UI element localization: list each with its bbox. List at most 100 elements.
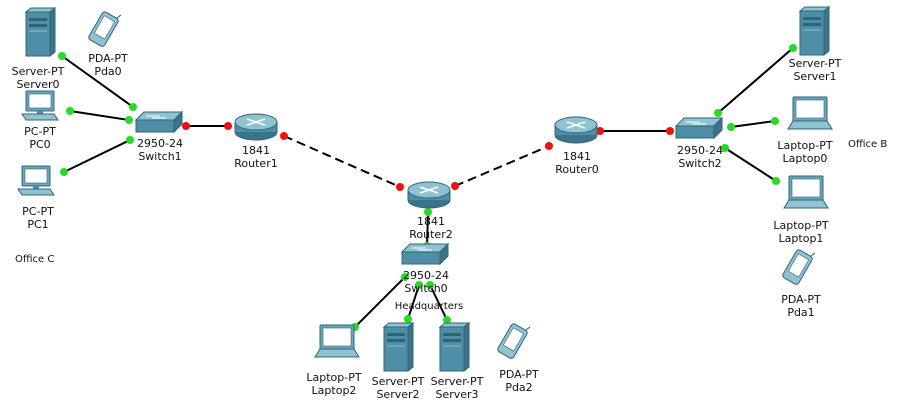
device-name-label: Pda1 bbox=[787, 306, 814, 319]
device-name-label: Server2 bbox=[376, 388, 419, 401]
link-status-light-pc1-switch1-b bbox=[126, 136, 134, 144]
link-status-light-pc1-switch1-a bbox=[60, 168, 68, 176]
link-switch2-server1[interactable] bbox=[717, 47, 794, 114]
link-status-light-switch0-server2-a bbox=[415, 281, 423, 289]
device-type-label: PDA-PT bbox=[88, 52, 128, 65]
device-router2[interactable]: 1841 Router2 bbox=[407, 181, 453, 241]
device-name-label: Laptop0 bbox=[783, 152, 828, 165]
laptop-icon bbox=[787, 96, 833, 130]
link-pc1-switch1[interactable] bbox=[63, 139, 131, 173]
device-name-label: Pda0 bbox=[94, 65, 121, 78]
link-switch0-server2[interactable] bbox=[407, 284, 420, 320]
link-status-light-router0-switch2-a bbox=[596, 127, 604, 135]
device-pda1[interactable]: PDA-PT Pda1 bbox=[781, 243, 821, 319]
laptop-icon bbox=[783, 175, 829, 209]
link-switch2-laptop1[interactable] bbox=[724, 147, 777, 182]
device-name-label: Router2 bbox=[409, 228, 452, 241]
router-icon bbox=[234, 113, 278, 141]
device-name-label: Router0 bbox=[555, 163, 598, 176]
device-switch2[interactable]: 2950-24 Switch2 bbox=[675, 117, 723, 170]
link-status-light-switch2-laptop1-b bbox=[772, 177, 780, 185]
server-icon bbox=[25, 7, 56, 57]
link-status-light-router1-router2-b bbox=[396, 183, 404, 191]
link-status-light-router2-switch0-a bbox=[424, 208, 432, 216]
link-status-light-switch2-laptop1-a bbox=[721, 144, 729, 152]
switch-icon bbox=[401, 243, 449, 265]
link-status-light-switch0-server3-a bbox=[426, 281, 434, 289]
device-name-label: Server3 bbox=[435, 388, 478, 401]
device-laptop1[interactable]: Laptop-PT Laptop1 bbox=[773, 175, 829, 245]
pc-icon bbox=[21, 90, 59, 121]
device-name-label: Pda2 bbox=[505, 381, 532, 394]
link-status-light-server0-switch1-b bbox=[129, 103, 137, 111]
device-switch0[interactable]: 2950-24 Switch0 bbox=[401, 243, 449, 295]
link-status-light-router1-router2-a bbox=[280, 132, 288, 140]
device-laptop2[interactable]: Laptop-PT Laptop2 bbox=[306, 324, 362, 397]
device-name-label: Server1 bbox=[793, 70, 836, 83]
device-type-label: PDA-PT bbox=[499, 368, 539, 381]
link-status-light-router2-router0-a bbox=[451, 182, 459, 190]
server-icon bbox=[799, 6, 830, 56]
link-status-light-router2-router0-b bbox=[545, 142, 553, 150]
link-status-light-pc0-switch1-a bbox=[66, 107, 74, 115]
links-layer bbox=[58, 44, 797, 331]
laptop-icon bbox=[314, 324, 360, 358]
link-status-light-pc0-switch1-b bbox=[125, 116, 133, 124]
link-status-light-switch0-server3-b bbox=[443, 316, 451, 324]
link-status-light-switch1-router1-a bbox=[182, 122, 190, 130]
device-server0[interactable]: Server-PT Server0 bbox=[12, 7, 65, 91]
device-type-label: Laptop-PT bbox=[773, 219, 828, 232]
device-laptop0[interactable]: Laptop-PT Laptop0 bbox=[777, 96, 833, 165]
device-router0[interactable]: 1841 Router0 bbox=[554, 116, 599, 176]
device-name-label: Laptop2 bbox=[312, 384, 357, 397]
server-icon bbox=[383, 322, 414, 372]
device-name-label: PC0 bbox=[29, 138, 50, 151]
link-status-light-switch2-server1-a bbox=[714, 109, 722, 117]
link-status-light-switch0-laptop2-a bbox=[401, 273, 409, 281]
link-router1-router2[interactable] bbox=[283, 135, 401, 188]
link-router2-switch0[interactable] bbox=[426, 211, 429, 247]
link-status-light-server0-switch1-a bbox=[58, 52, 66, 60]
pc-icon bbox=[17, 165, 55, 196]
device-type-label: 1841 bbox=[242, 144, 270, 157]
device-type-label: PDA-PT bbox=[781, 293, 821, 306]
link-pc0-switch1[interactable] bbox=[69, 110, 130, 121]
device-type-label: PC-PT bbox=[22, 205, 54, 218]
device-type-label: Server-PT bbox=[431, 375, 484, 388]
device-pda2[interactable]: PDA-PT Pda2 bbox=[496, 317, 539, 394]
device-type-label: Laptop-PT bbox=[777, 139, 832, 152]
link-status-light-switch1-router1-b bbox=[224, 122, 232, 130]
device-pda0[interactable]: PDA-PT Pda0 bbox=[87, 5, 128, 78]
device-type-label: Laptop-PT bbox=[306, 371, 361, 384]
device-name-label: Switch2 bbox=[678, 157, 721, 170]
area-label-headquarters: Headquarters bbox=[395, 301, 463, 312]
device-type-label: 1841 bbox=[417, 215, 445, 228]
device-router1[interactable]: 1841 Router1 bbox=[234, 113, 278, 170]
device-name-label: Laptop1 bbox=[779, 232, 824, 245]
area-label-office-b: Office B bbox=[848, 139, 887, 150]
device-server2[interactable]: Server-PT Server2 bbox=[372, 322, 425, 401]
device-type-label: PC-PT bbox=[24, 125, 56, 138]
device-server1[interactable]: Server-PT Server1 bbox=[789, 6, 842, 83]
switch-icon bbox=[675, 117, 723, 139]
device-name-label: Router1 bbox=[234, 157, 277, 170]
link-switch0-laptop2[interactable] bbox=[354, 276, 406, 328]
device-pc0[interactable]: PC-PT PC0 bbox=[21, 90, 59, 151]
link-status-light-switch2-server1-b bbox=[789, 44, 797, 52]
pda-icon bbox=[496, 317, 532, 360]
router-icon bbox=[407, 181, 451, 209]
link-router2-router0[interactable] bbox=[454, 145, 550, 187]
pda-icon bbox=[781, 243, 817, 286]
link-status-light-switch0-server2-b bbox=[404, 315, 412, 323]
device-type-label: Server-PT bbox=[789, 57, 842, 70]
device-name-label: Switch1 bbox=[138, 150, 181, 163]
device-server3[interactable]: Server-PT Server3 bbox=[431, 322, 484, 401]
link-switch2-laptop0[interactable] bbox=[730, 120, 776, 128]
link-server0-switch1[interactable] bbox=[61, 55, 134, 108]
link-switch0-server3[interactable] bbox=[429, 284, 448, 321]
device-type-label: 2950-24 bbox=[137, 137, 183, 150]
pda-icon bbox=[87, 5, 123, 48]
device-pc1[interactable]: PC-PT PC1 bbox=[17, 165, 55, 231]
device-switch1[interactable]: 2950-24 Switch1 bbox=[135, 111, 183, 163]
